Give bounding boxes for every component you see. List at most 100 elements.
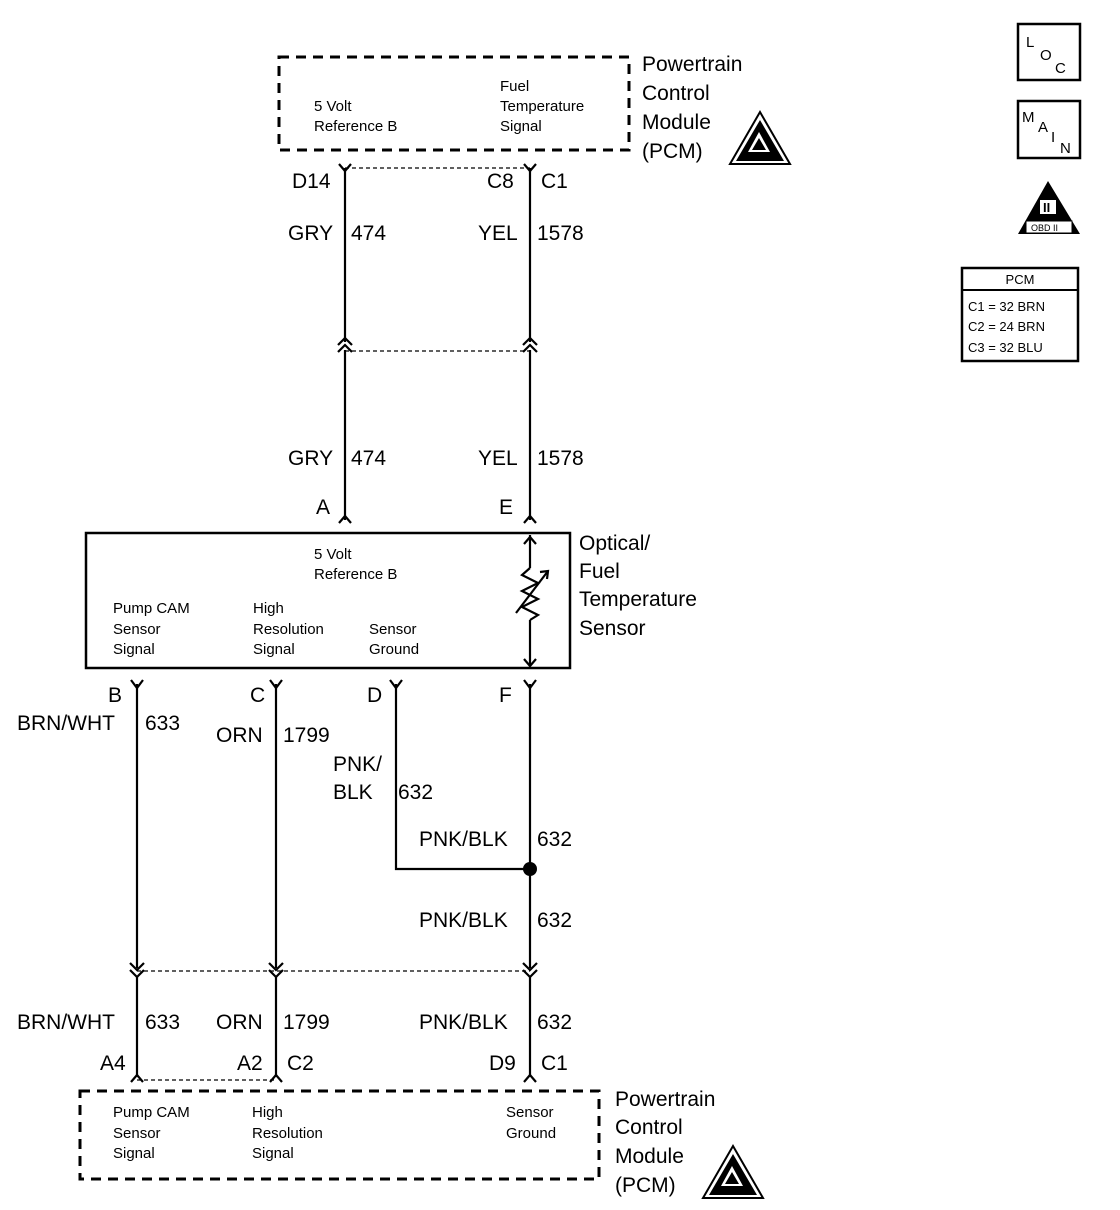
loc-badge-icon: L O C [1016, 22, 1082, 82]
wire-d-color-2: BLK [333, 781, 373, 804]
sensor-title-1: Optical/ [579, 532, 650, 555]
pcm-bottom-title-3: Module [615, 1145, 684, 1168]
sensor-cam-label-2: Sensor [113, 621, 161, 638]
obd-label: OBD II [1031, 223, 1058, 233]
sensor-ref-label-2: Reference B [314, 566, 397, 583]
main-letter-i: I [1051, 129, 1055, 146]
wire-upper-gry-color: GRY [288, 222, 333, 245]
pcm-bottom-cam-label-3: Signal [113, 1145, 155, 1162]
pcm-legend-row-2: C2 = 24 BRN [968, 319, 1045, 334]
wire-orn-1799 [269, 679, 283, 968]
sensor-ground-label-1: Sensor [369, 621, 417, 638]
wire-mid-yel-circuit: 1578 [537, 447, 584, 470]
pcm-top-ref-label-2: Reference B [314, 118, 397, 135]
connector-d9: D9 [489, 1052, 516, 1075]
pcm-bottom-cam-label-1: Pump CAM [113, 1104, 190, 1121]
obd-ii-icon: II OBD II [1018, 181, 1080, 234]
connector-c8: C8 [487, 170, 514, 193]
sensor-highres-label-2: Resolution [253, 621, 324, 638]
sensor-cam-label-3: Signal [113, 641, 155, 658]
sensor-title-4: Sensor [579, 617, 646, 640]
pcm-top-title-4: (PCM) [642, 140, 703, 163]
connector-c2: C2 [287, 1052, 314, 1075]
pcm-bottom-box [78, 1089, 601, 1181]
loc-letter-o: O [1040, 47, 1052, 64]
sensor-pin-c: C [250, 684, 265, 707]
wire-mid-yel-color: YEL [478, 447, 518, 470]
pcm-bottom-ground-label-2: Ground [506, 1125, 556, 1142]
pcm-legend-row-1: C1 = 32 BRN [968, 299, 1045, 314]
pcm-top-fuel-label-3: Signal [500, 118, 542, 135]
pcm-bottom-highres-label-3: Signal [252, 1145, 294, 1162]
wire-b-circuit: 633 [145, 712, 180, 735]
sensor-pin-b: B [108, 684, 122, 707]
sensor-pin-a: A [316, 496, 330, 519]
pcm-legend-row-3: C3 = 32 BLU [968, 340, 1043, 355]
wire-b-color: BRN/WHT [17, 712, 115, 735]
wire-d-color-1: PNK/ [333, 753, 382, 776]
pcm-bottom-cam-label-2: Sensor [113, 1125, 161, 1142]
wire-f-lower-color: PNK/BLK [419, 909, 508, 932]
sensor-pin-e: E [499, 496, 513, 519]
esd-warning-icon [701, 1143, 765, 1199]
pin-a-terminal [338, 514, 352, 524]
connector-c1-top: C1 [541, 170, 568, 193]
loc-letter-c: C [1055, 60, 1066, 77]
sensor-ref-label-1: 5 Volt [314, 546, 352, 563]
wire-brn-wht-633 [130, 679, 144, 968]
wire-gry-474-upper [338, 163, 352, 342]
pin-e-terminal [523, 514, 537, 524]
main-badge-icon: M A I N [1016, 99, 1082, 160]
sensor-highres-label-1: High [253, 600, 284, 617]
optical-fuel-temperature-sensor: 5 Volt Reference B Pump CAM Sensor Signa… [84, 531, 572, 670]
wire-upper-yel-circuit: 1578 [537, 222, 584, 245]
wire-bottom-b-circuit: 633 [145, 1011, 180, 1034]
wire-bottom-f-circuit: 632 [537, 1011, 572, 1034]
pcm-legend-title: PCM [1006, 272, 1035, 287]
sensor-ground-label-2: Ground [369, 641, 419, 658]
thermistor-icon [515, 535, 550, 668]
wire-bottom-f-color: PNK/BLK [419, 1011, 508, 1034]
wire-c-circuit: 1799 [283, 724, 330, 747]
pcm-connector-legend: PCM C1 = 32 BRN C2 = 24 BRN C3 = 32 BLU [960, 266, 1080, 363]
splice-point [523, 862, 537, 876]
sensor-cam-label-1: Pump CAM [113, 600, 190, 617]
pcm-bottom-ground-label-1: Sensor [506, 1104, 554, 1121]
inline-connector-lower [129, 962, 538, 979]
main-letter-a: A [1038, 119, 1048, 136]
connector-a4: A4 [100, 1052, 126, 1075]
connector-d14: D14 [292, 170, 331, 193]
sensor-pin-d: D [367, 684, 382, 707]
sensor-highres-label-3: Signal [253, 641, 295, 658]
pcm-top-fuel-label-2: Temperature [500, 98, 584, 115]
pcm-bottom-highres-label-1: High [252, 1104, 283, 1121]
wire-f-upper-color: PNK/BLK [419, 828, 508, 851]
pcm-bottom-highres-label-2: Resolution [252, 1125, 323, 1142]
pcm-top-box [277, 55, 631, 152]
sensor-pin-f: F [499, 684, 512, 707]
wire-mid-gry-circuit: 474 [351, 447, 386, 470]
pcm-top-title-2: Control [642, 82, 710, 105]
pcm-top-title-3: Module [642, 111, 711, 134]
wire-pnk-blk-632-d [389, 679, 530, 871]
pcm-bottom: Pump CAM Sensor Signal High Resolution S… [78, 1088, 765, 1199]
wire-upper-yel-color: YEL [478, 222, 518, 245]
pcm-bottom-title-4: (PCM) [615, 1174, 676, 1197]
pcm-top-ref-label-1: 5 Volt [314, 98, 352, 115]
inline-connector-upper [337, 336, 538, 353]
pcm-top: 5 Volt Reference B Fuel Temperature Sign… [277, 53, 792, 165]
wire-f-lower-circuit: 632 [537, 909, 572, 932]
wire-yel-1578-upper [523, 163, 537, 342]
wire-bottom-c-color: ORN [216, 1011, 263, 1034]
wire-d-circuit: 632 [398, 781, 433, 804]
pcm-top-fuel-label-1: Fuel [500, 78, 529, 95]
pcm-bottom-terminals [130, 1073, 537, 1083]
wire-upper-gry-circuit: 474 [351, 222, 386, 245]
wire-bottom-b-color: BRN/WHT [17, 1011, 115, 1034]
wire-bottom-c-circuit: 1799 [283, 1011, 330, 1034]
connector-a2: A2 [237, 1052, 263, 1075]
wire-pnk-blk-632-f [523, 679, 537, 968]
wire-mid-gry-color: GRY [288, 447, 333, 470]
loc-letter-l: L [1026, 34, 1034, 51]
